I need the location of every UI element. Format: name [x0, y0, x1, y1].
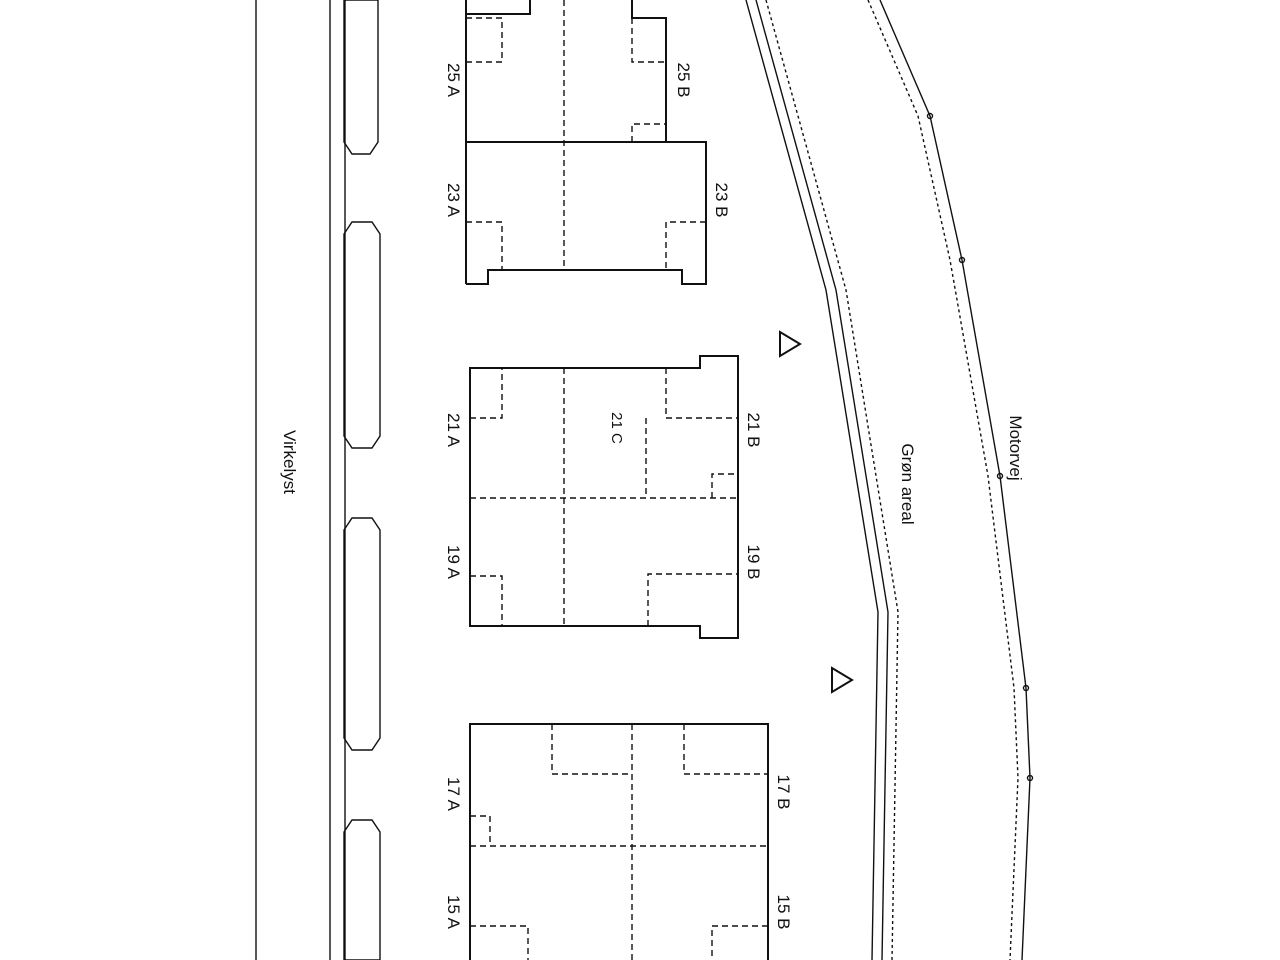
- building-block-23-25: [465, 0, 707, 285]
- unit-label-25a: 25 A: [444, 63, 463, 98]
- unit-label-17b: 17 B: [774, 775, 793, 810]
- triangle-marker-icon: [831, 666, 854, 694]
- unit-label-21b: 21 B: [744, 413, 763, 448]
- planting-strip: [343, 221, 381, 449]
- road-virkelyst: [255, 0, 346, 960]
- street-label-virkelyst: Virkelyst: [280, 430, 299, 494]
- unit-label-15b: 15 B: [774, 895, 793, 930]
- unit-label-17a: 17 A: [444, 777, 463, 812]
- unit-label-25b: 25 B: [674, 63, 693, 98]
- unit-label-19b: 19 B: [744, 545, 763, 580]
- unit-label-23a: 23 A: [444, 183, 463, 218]
- survey-markers: [779, 330, 854, 694]
- planting-strip: [343, 0, 379, 155]
- triangle-marker-icon: [779, 330, 802, 358]
- unit-label-23b: 23 B: [712, 183, 731, 218]
- building-block-15-17: [469, 723, 769, 960]
- unit-label-21a: 21 A: [444, 413, 463, 448]
- planting-strip: [343, 819, 381, 960]
- green-area-boundary: [745, 0, 899, 960]
- unit-label-15a: 15 A: [444, 895, 463, 930]
- unit-label-19a: 19 A: [444, 545, 463, 580]
- area-label-green: Grøn areal: [898, 443, 917, 524]
- unit-label-21c: 21 C: [608, 412, 625, 444]
- motorway-boundary: [867, 0, 1034, 960]
- building-block-19-21: [469, 355, 739, 639]
- road-label-motorvej: Motorvej: [1006, 415, 1025, 480]
- unit-labels: 25 A 25 B 23 A 23 B 21 A 21 B 21 C 19 A …: [444, 63, 793, 930]
- planting-strip: [343, 517, 381, 751]
- planting-strips: [343, 0, 381, 960]
